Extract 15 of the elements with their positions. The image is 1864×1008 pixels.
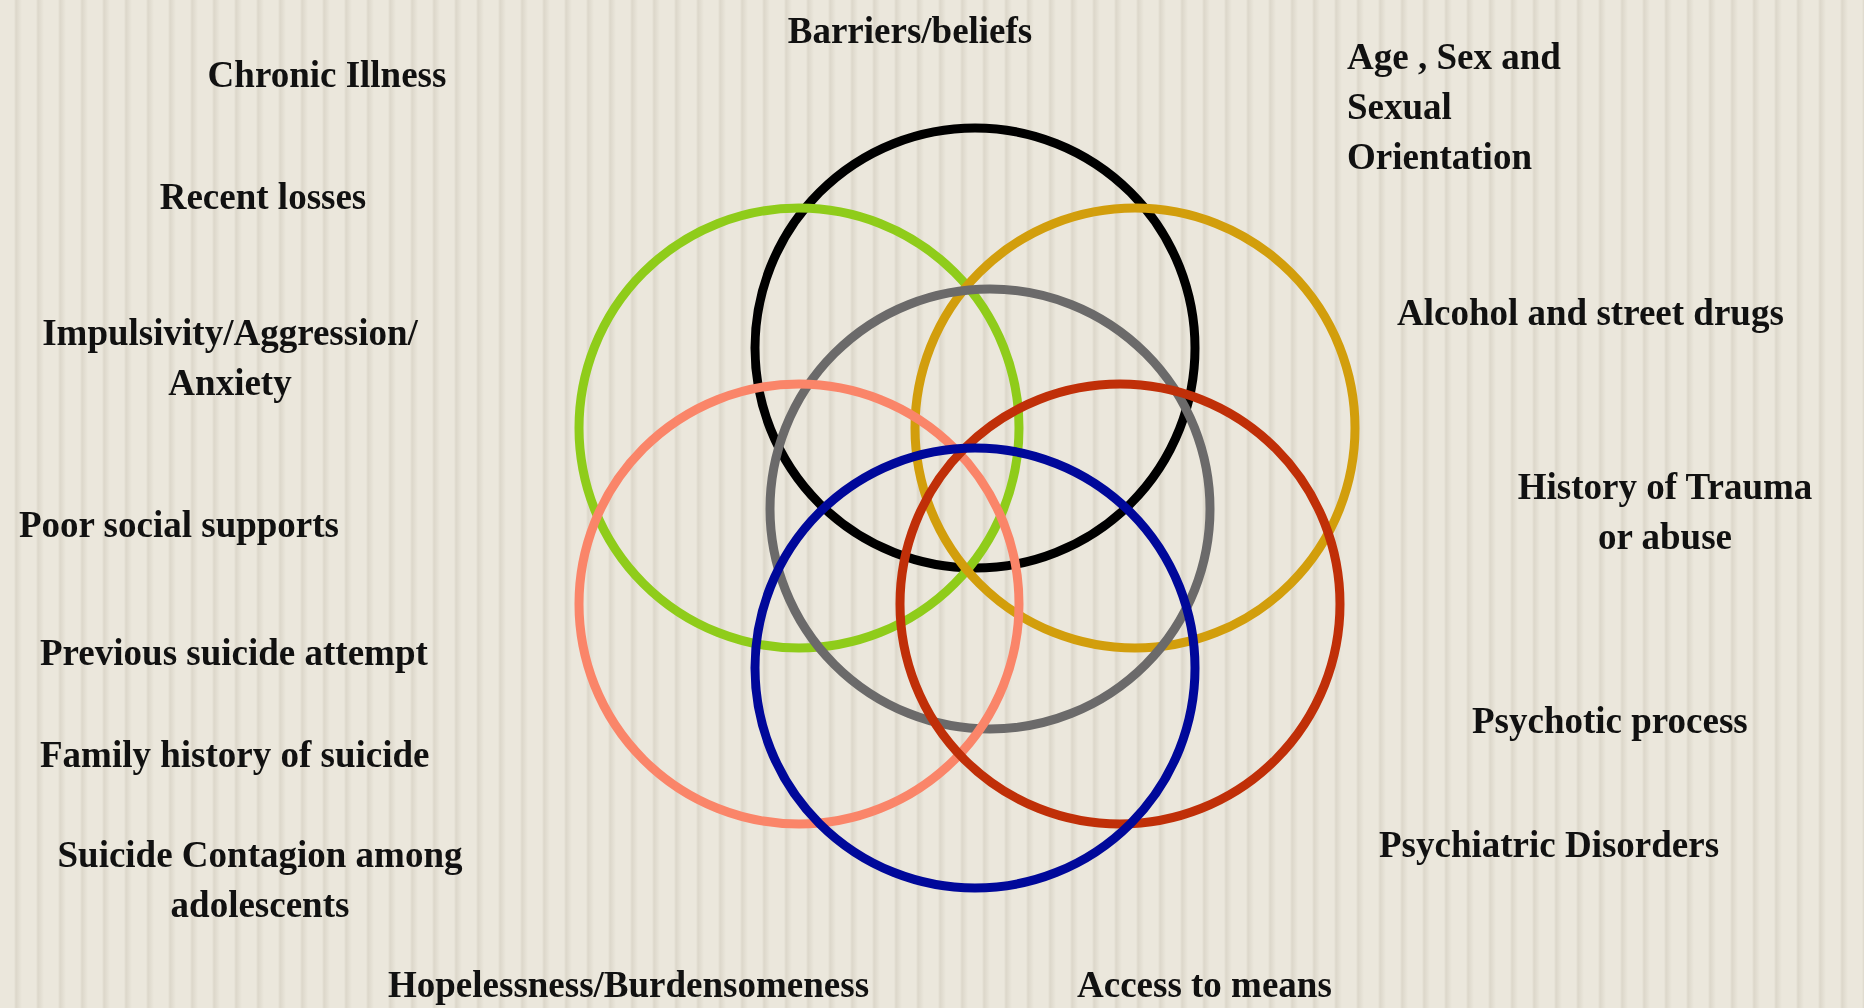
risk-factor-label: Psychiatric Disorders: [1379, 823, 1721, 867]
risk-factor-label: Access to means: [1077, 963, 1333, 1007]
risk-factor-label: Alcohol and street drugs: [1397, 291, 1785, 335]
risk-factor-label: Hopelessness/Burdensomeness: [388, 963, 871, 1007]
risk-factor-label: History of Trauma or abuse: [1516, 465, 1814, 559]
risk-factor-label: Psychotic process: [1472, 699, 1749, 743]
risk-factor-label: Suicide Contagion among adolescents: [56, 833, 464, 927]
risk-factor-label: Barriers/beliefs: [786, 9, 1034, 53]
risk-factor-label: Age , Sex and Sexual Orientation: [1347, 35, 1562, 179]
risk-factor-label: Previous suicide attempt: [40, 631, 429, 675]
risk-factor-label: Chronic Illness: [206, 53, 448, 97]
risk-factor-label: Recent losses: [158, 175, 368, 219]
risk-factor-label: Poor social supports: [19, 503, 340, 547]
risk-factor-label: Impulsivity/Aggression/ Anxiety: [41, 311, 419, 405]
risk-factor-label: Family history of suicide: [40, 733, 431, 777]
